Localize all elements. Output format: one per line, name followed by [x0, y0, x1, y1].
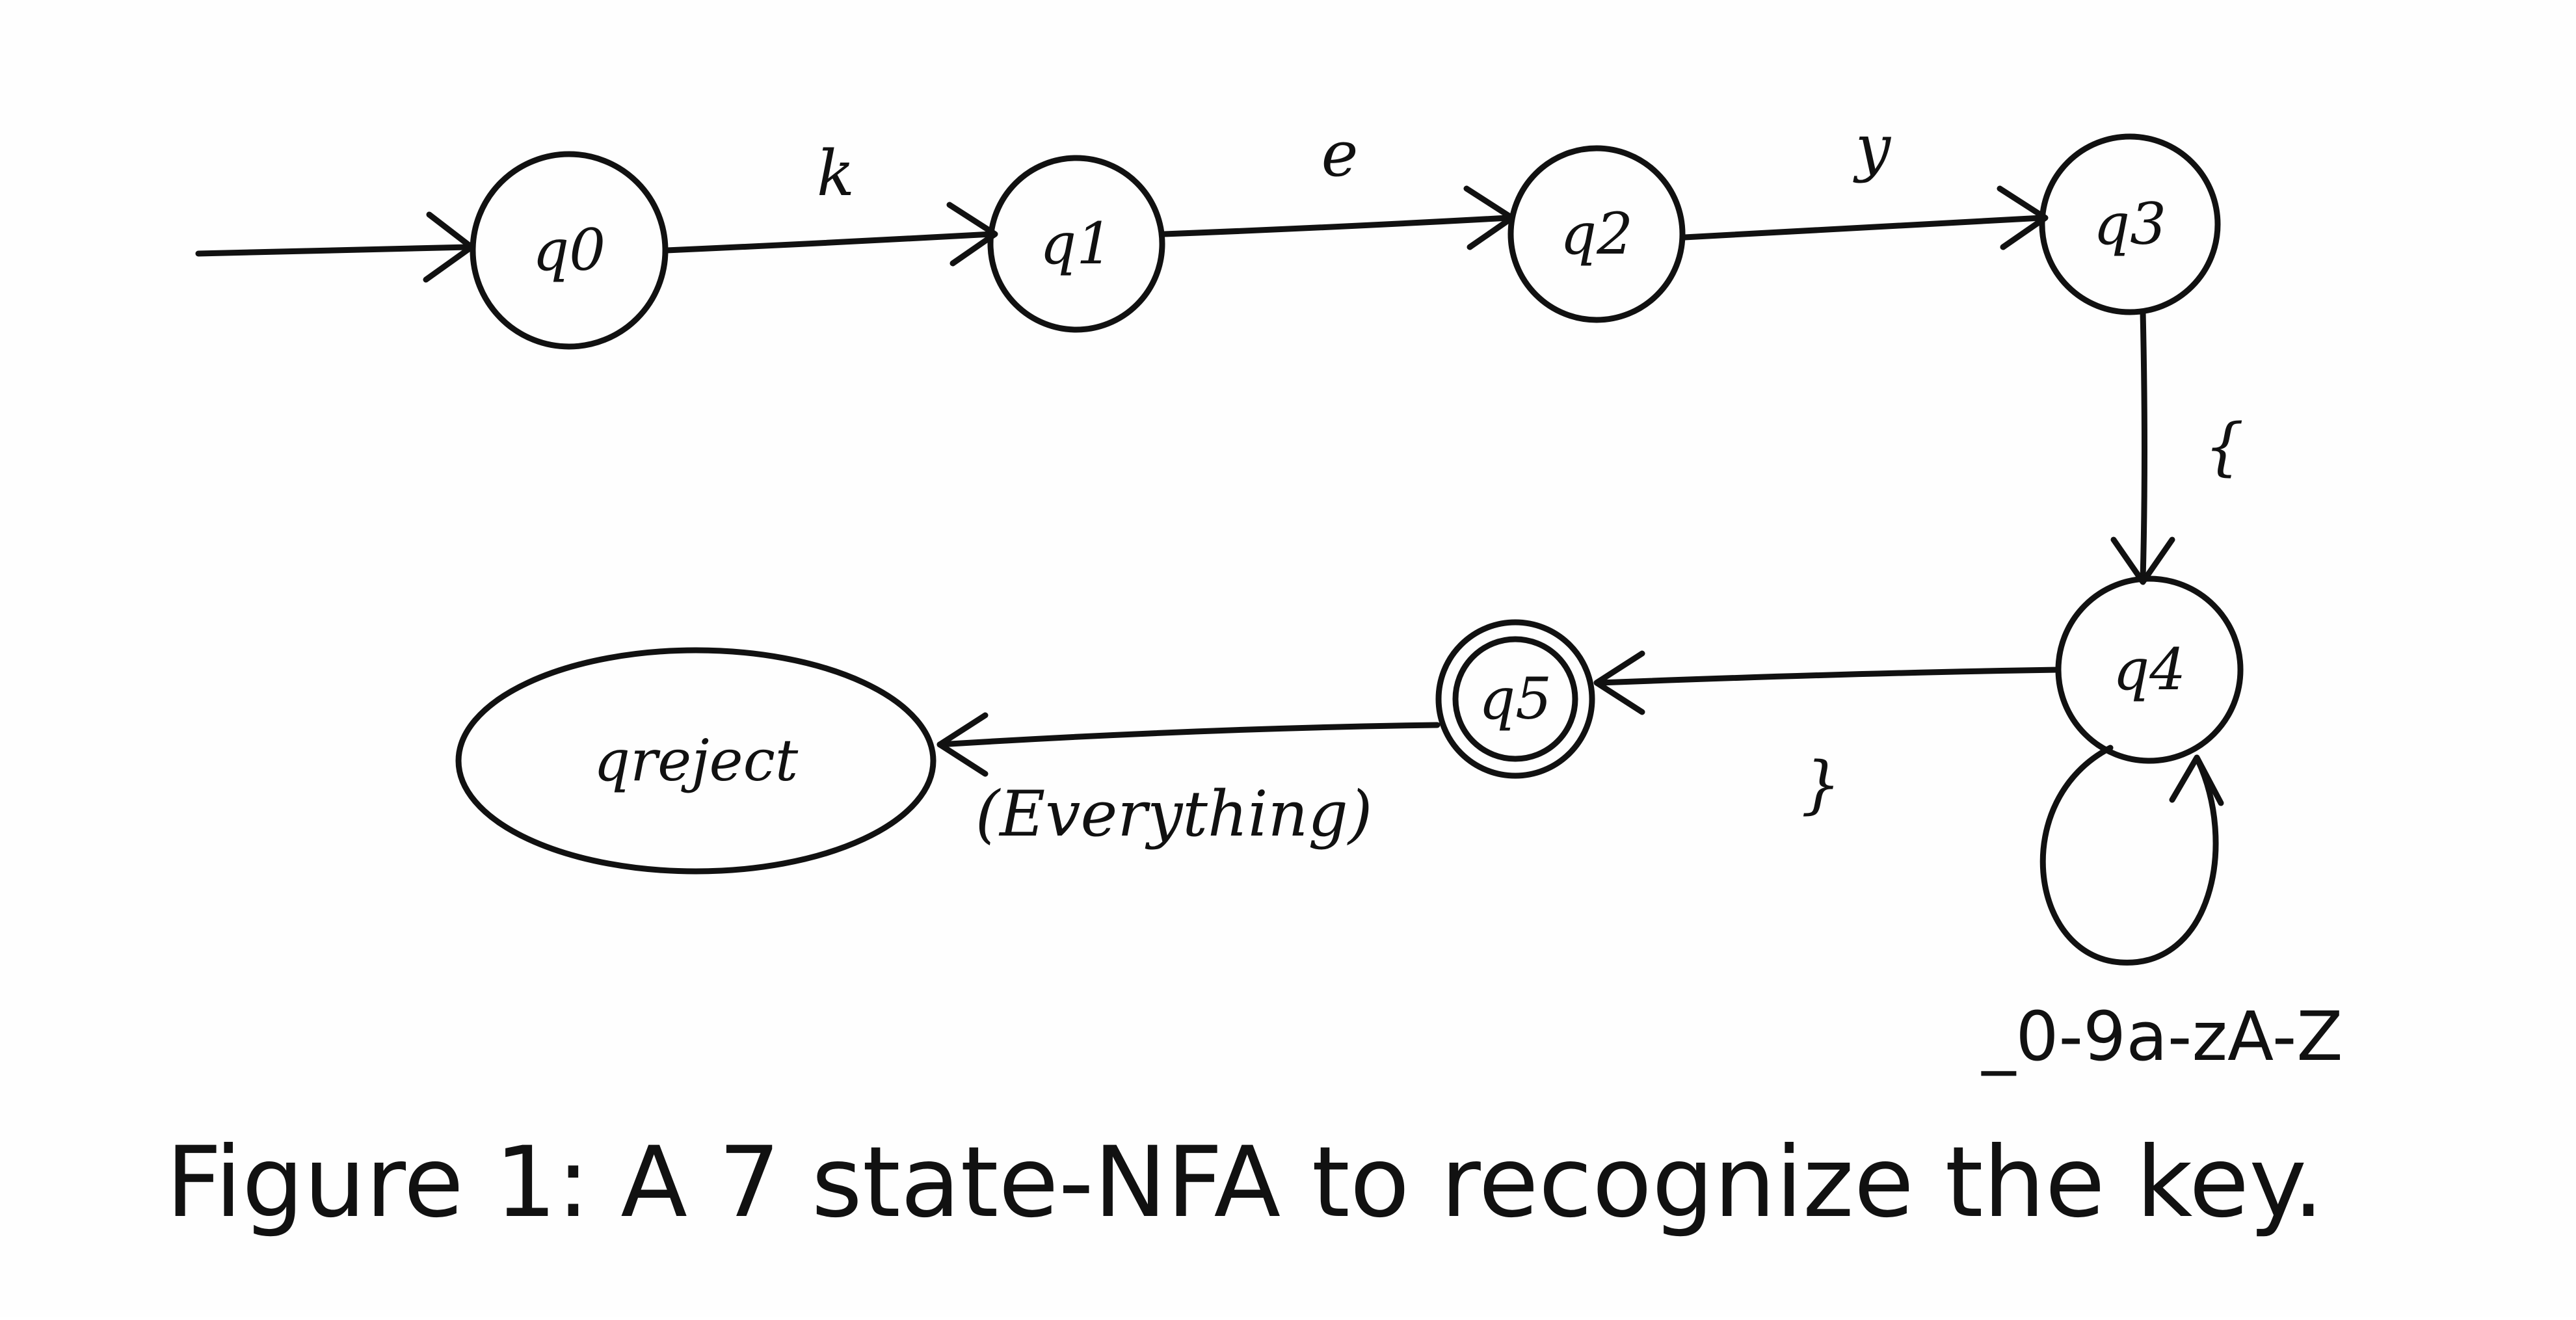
state-q5: q5 — [1435, 619, 1595, 779]
start-arrow — [195, 211, 475, 283]
edge-label-loop: _0-9a-zA-Z — [1980, 997, 2343, 1076]
state-q0-label: q0 — [533, 217, 605, 284]
state-q4-label: q4 — [2113, 636, 2186, 703]
state-q2-label: q2 — [1560, 200, 1633, 267]
edge-q0-q1: k — [663, 137, 998, 267]
edge-label-y: y — [1853, 111, 1892, 184]
state-q3: q3 — [2039, 133, 2221, 315]
edge-label-k: k — [817, 137, 855, 210]
edge-q3-q4: { — [2110, 309, 2244, 585]
state-q2: q2 — [1507, 145, 1686, 323]
state-reject-label: qreject — [594, 727, 799, 794]
edge-label-e: e — [1321, 118, 1359, 191]
edge-q1-q2: e — [1161, 118, 1515, 250]
edge-label-everything: (Everything) — [976, 778, 1373, 851]
state-q5-label: q5 — [1479, 665, 1552, 732]
edge-label-close-brace: } — [1801, 748, 1840, 821]
edge-q2-q3: y — [1681, 111, 2049, 250]
state-q0: q0 — [470, 151, 669, 350]
edge-q5-reject: (Everything) — [936, 712, 1441, 851]
state-q4: q4 — [2055, 575, 2244, 764]
edge-q4-loop: _0-9a-zA-Z — [1980, 745, 2343, 1076]
edge-q4-q5: } — [1593, 650, 2062, 821]
figure-caption: Figure 1: A 7 state-NFA to recognize the… — [166, 1126, 2324, 1239]
state-q1-label: q1 — [1040, 210, 1113, 277]
edge-label-open-brace: { — [2204, 410, 2244, 483]
state-q1: q1 — [987, 155, 1165, 333]
state-q3-label: q3 — [2093, 191, 2166, 257]
state-reject: qreject — [455, 647, 936, 875]
